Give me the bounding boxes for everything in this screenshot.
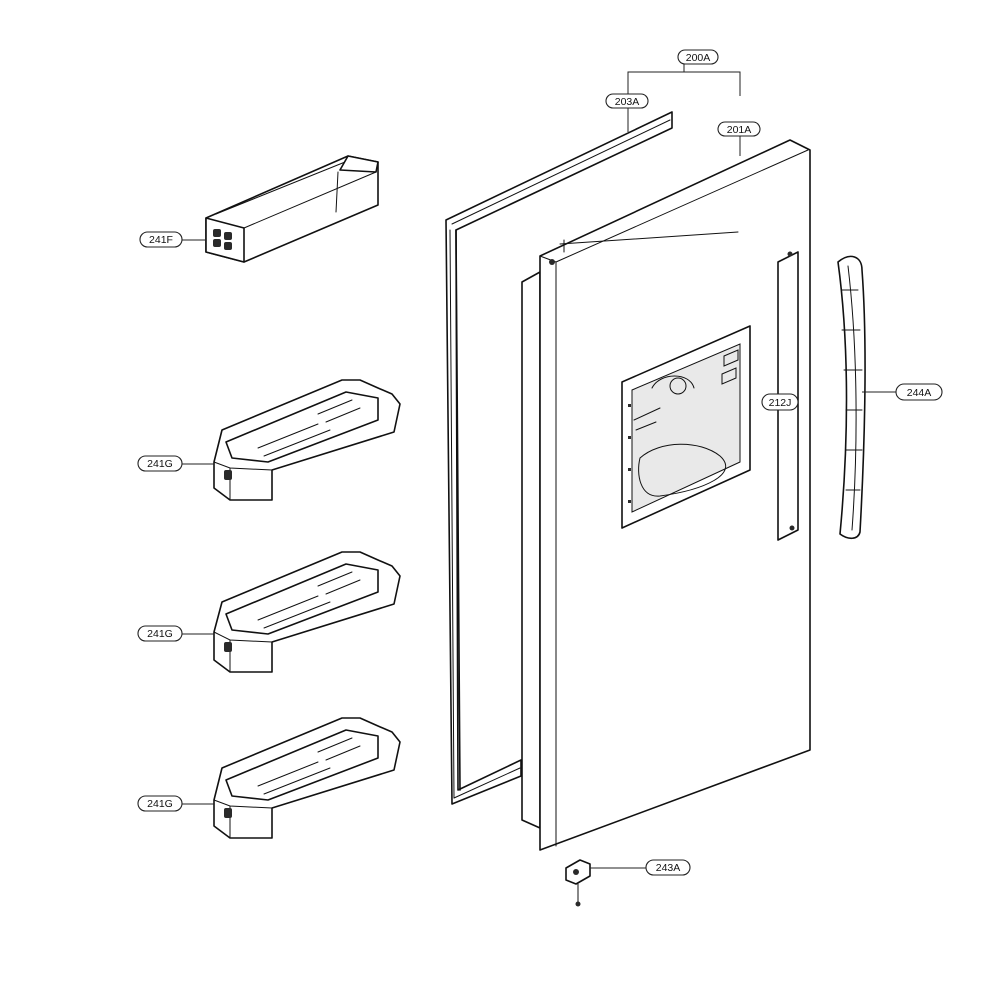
callout-241G-3[interactable]: 241G <box>137 795 183 812</box>
callout-label-212J: 212J <box>769 397 792 409</box>
door-bin-3 <box>213 717 401 839</box>
callout-200A[interactable]: 200A <box>677 49 719 65</box>
egg-tray <box>205 155 379 263</box>
callout-241G-2[interactable]: 241G <box>137 625 183 642</box>
callout-label-244A: 244A <box>907 387 932 399</box>
callout-label-201A: 201A <box>727 124 752 136</box>
callout-241G-1[interactable]: 241G <box>137 455 183 472</box>
callout-label-200A: 200A <box>686 52 711 64</box>
callout-label-243A: 243A <box>656 862 681 874</box>
door-liner <box>521 271 541 829</box>
callout-label-241F: 241F <box>149 234 173 246</box>
callout-label-203A: 203A <box>615 96 640 108</box>
door-bin-1 <box>213 379 401 501</box>
callout-label-241G-1: 241G <box>147 458 173 470</box>
callout-244A[interactable]: 244A <box>895 383 943 401</box>
leader-lines <box>182 64 896 869</box>
callout-201A[interactable]: 201A <box>717 121 761 137</box>
refrigerator-door <box>539 139 811 851</box>
door-gasket <box>445 111 673 805</box>
callout-241F[interactable]: 241F <box>139 231 183 248</box>
callout-243A[interactable]: 243A <box>645 859 691 876</box>
callout-label-241G-2: 241G <box>147 628 173 640</box>
door-bin-2 <box>213 551 401 673</box>
door-hinge <box>565 859 591 907</box>
callout-label-241G-3: 241G <box>147 798 173 810</box>
door-handle <box>837 255 866 540</box>
callout-203A[interactable]: 203A <box>605 93 649 109</box>
callout-212J[interactable]: 212J <box>761 393 799 411</box>
